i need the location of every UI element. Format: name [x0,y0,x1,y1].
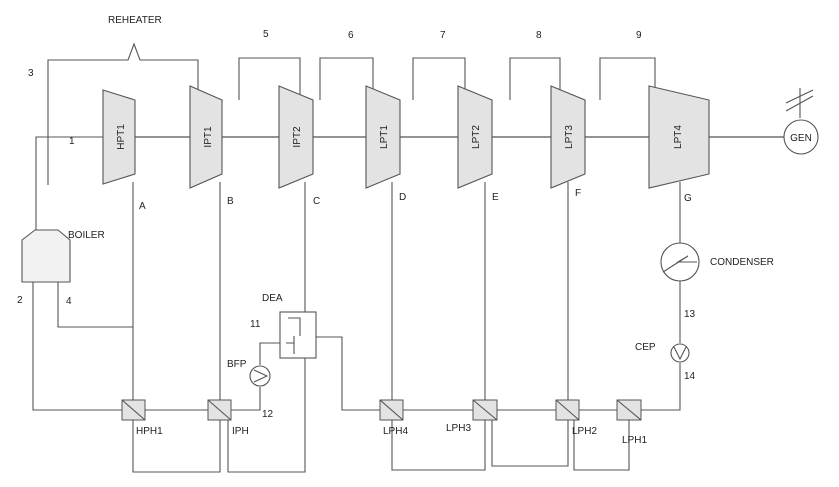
turbine-label-lpt3: LPT3 [564,125,575,149]
turbine-lpt2 [457,85,493,189]
pipe-lph1-cep [641,363,681,411]
heater-lph2-diagonal [555,399,580,421]
pipe-drain-lph3 [491,420,569,467]
pipe-dea-lph4 [316,336,380,411]
generator [783,88,819,155]
state-label-3: 3 [28,68,34,79]
label-reheater: REHEATER [108,15,162,26]
label-gen: GEN [790,133,812,144]
heater-label-lph4: LPH4 [383,426,408,437]
pipe-feed-2 [32,282,122,411]
pipe-drain-lph2 [573,420,630,471]
bleed-label-e: E [492,192,499,203]
state-label-9: 9 [636,30,642,41]
condenser [660,242,700,282]
cep [670,343,690,363]
turbine-label-ipt1: IPT1 [203,126,214,148]
turbine-lpt3 [550,85,586,189]
label-condenser: CONDENSER [710,257,774,268]
pipe-iph-bfp [231,387,261,411]
turbine-label-lpt4: LPT4 [673,125,684,149]
label-boiler: BOILER [68,230,105,241]
ground-icon [785,88,814,118]
bleed-label-c: C [313,196,320,207]
turbine-label-ipt2: IPT2 [292,126,303,148]
pipe-crossover-6 [319,57,374,100]
pipe-drain-hph1 [132,420,221,473]
state-label-7: 7 [440,30,446,41]
heater-label-lph3: LPH3 [446,423,471,434]
state-label-4: 4 [66,296,72,307]
pipe-crossover-9 [599,57,656,100]
label-bfp: BFP [227,359,247,370]
turbine-hpt1 [102,89,136,185]
generator-circle [783,119,819,155]
turbines [102,85,710,189]
state-label-5: 5 [263,29,269,40]
pipe-drain-iph [227,358,306,473]
label-cep: CEP [635,342,656,353]
heater-hph1-diagonal [121,399,146,421]
turbine-lpt1 [365,85,401,189]
heater-lph1-diagonal [616,399,642,421]
heater-iph-diagonal [207,399,232,421]
turbine-labels: HPT1 IPT1 IPT2 LPT1 LPT2 LPT3 LPT4 [116,124,684,150]
turbine-ipt1 [189,85,223,189]
bleed-label-f: F [575,188,581,199]
state-label-12: 12 [262,409,274,420]
boiler [21,229,71,283]
state-label-8: 8 [536,30,542,41]
heater-label-lph2: LPH2 [572,426,597,437]
condenser-coil [662,255,697,273]
state-label-2: 2 [17,295,23,306]
pipe-bfp-dea [259,342,283,365]
cep-pump [670,343,690,363]
piping [32,42,681,473]
label-dea: DEA [262,293,283,304]
pipe-feed-4 [57,282,133,328]
bfp [249,365,271,387]
pipe-reheater-loop [47,42,199,185]
state-label-11: 11 [250,319,261,330]
bfp-arrow [253,369,269,383]
pipe-drain-lph4 [391,420,486,471]
cep-arrow [673,346,687,361]
bleed-label-g: G [684,193,692,204]
bleed-label-a: A [139,201,146,212]
heater-lph4-diagonal [379,399,404,421]
heater-label-lph1: LPH1 [622,435,647,446]
bleed-label-d: D [399,192,406,203]
pipe-crossover-5 [238,57,301,100]
turbine-lpt4 [648,85,710,189]
turbine-label-lpt2: LPT2 [471,125,482,149]
deaerator [279,311,317,359]
heater-label-iph: IPH [232,426,249,437]
bleed-label-b: B [227,196,234,207]
state-label-6: 6 [348,30,354,41]
state-label-14: 14 [684,371,696,382]
heater-label-hph1: HPH1 [136,426,163,437]
pipe-crossover-7 [412,57,466,100]
state-label-13: 13 [684,309,696,320]
turbine-label-hpt1: HPT1 [116,124,127,150]
heater-lph3-diagonal [472,399,498,421]
feedwater-heaters [121,399,642,421]
turbine-ipt2 [278,85,314,189]
dea-internals [286,317,301,354]
dea-vessel [279,311,317,359]
turbine-label-lpt1: LPT1 [379,125,390,149]
pipe-main-steam [35,136,103,240]
pipe-crossover-8 [509,57,561,100]
state-label-1: 1 [69,136,75,147]
